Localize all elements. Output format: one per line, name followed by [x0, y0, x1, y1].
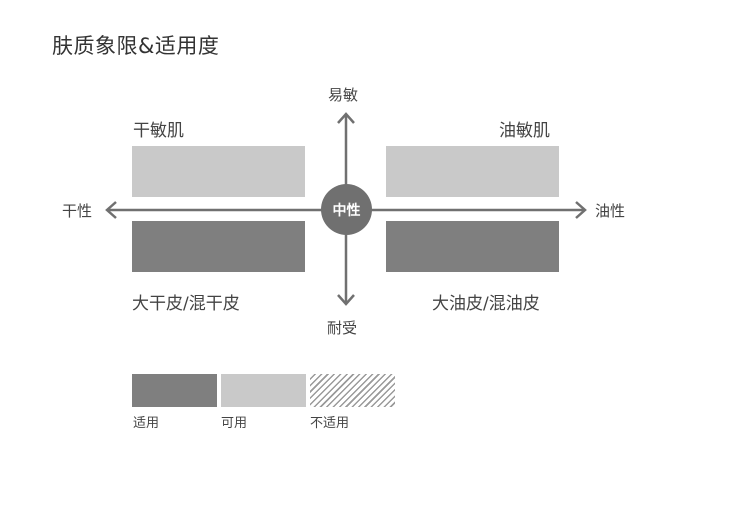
legend-label-unsuitable: 不适用: [310, 416, 350, 431]
quadrant-label-bottom-right: 大油皮/混油皮: [432, 294, 540, 314]
legend-swatch-usable: [221, 374, 306, 407]
left-arrow-icon: [105, 201, 117, 219]
quadrant-label-bottom-left: 大干皮/混干皮: [132, 294, 240, 314]
axis-label-bottom: 耐受: [327, 319, 358, 337]
quadrant-label-top-right: 油敏肌: [499, 121, 550, 141]
quadrant-block-bottom-right: [386, 221, 559, 272]
legend-label-suitable: 适用: [133, 416, 160, 431]
right-arrow-icon: [575, 201, 587, 219]
axis-label-left: 干性: [62, 202, 93, 220]
up-arrow-icon: [337, 112, 355, 124]
page-title: 肤质象限&适用度: [52, 34, 220, 58]
legend-label-usable: 可用: [221, 416, 248, 431]
legend-swatch-suitable: [132, 374, 217, 407]
quadrant-block-bottom-left: [132, 221, 305, 272]
quadrant-block-top-left: [132, 146, 305, 197]
center-node: 中性: [321, 184, 372, 235]
axis-label-top: 易敏: [328, 86, 359, 104]
quadrant-block-top-right: [386, 146, 559, 197]
axis-label-right: 油性: [595, 202, 626, 220]
center-label: 中性: [332, 202, 361, 219]
down-arrow-icon: [337, 294, 355, 306]
quadrant-label-top-left: 干敏肌: [133, 121, 184, 141]
legend-swatch-unsuitable: [310, 374, 395, 407]
